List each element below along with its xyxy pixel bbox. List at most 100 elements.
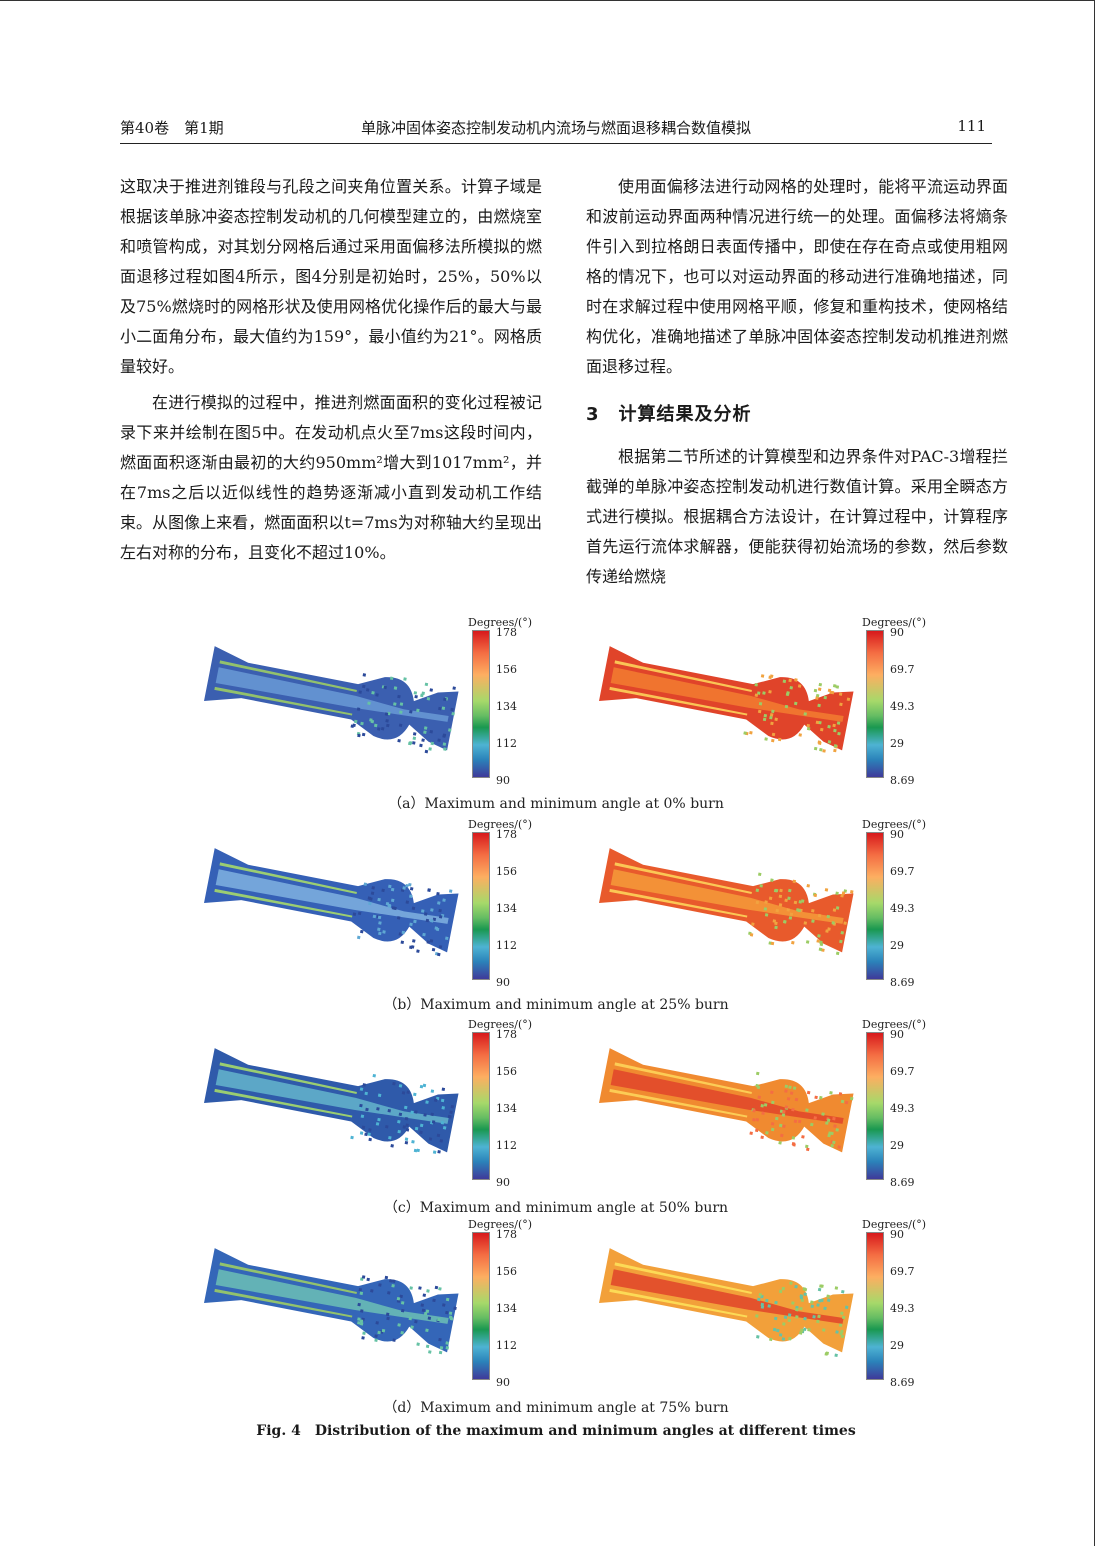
mesh-cell [840,1311,844,1315]
mesh-cell [438,1338,442,1342]
mesh-cell [827,725,831,729]
mesh-cell [423,1113,427,1117]
mesh-cell [362,1083,366,1087]
mesh-cell [769,1338,773,1342]
mesh-cell [801,899,805,903]
mesh-cell [825,1352,829,1356]
mesh-cell [385,719,389,723]
mesh-cell [786,908,790,912]
mesh-cell [773,919,777,923]
mesh-cell [424,912,428,916]
mesh-cell [422,1309,426,1313]
colorbar-tick: 29 [890,737,904,750]
mesh-cell [749,1131,753,1135]
mesh-cell [761,1305,765,1309]
mesh-cell [406,900,410,904]
mesh-cell [803,1317,807,1321]
mesh-cell [819,1096,823,1100]
mesh-cell [779,1333,783,1337]
mesh-cell [845,1306,849,1310]
colorbar-tick: 178 [496,626,517,639]
mesh-cell [446,1346,450,1350]
min-angle-mesh-plot [600,1030,860,1170]
mesh-cell [371,886,375,890]
mesh-cell [807,1328,811,1332]
mesh-cell [443,698,447,702]
mesh-cell [414,1149,418,1153]
colorbar-tick: 156 [496,1265,517,1278]
mesh-cell [397,739,401,743]
mesh-cell [432,948,436,952]
colorbar-tick: 178 [496,1228,517,1241]
mesh-cell [819,683,823,687]
colorbar-tick: 49.3 [890,1302,915,1315]
mesh-cell [439,1351,443,1355]
mesh-cell [764,1103,768,1107]
mesh-cell [377,898,381,902]
mesh-cell [791,1301,795,1305]
mesh-cell [362,685,366,689]
mesh-cell [362,1126,366,1130]
colorbar-tick: 90 [890,1028,904,1041]
mesh-cell [825,929,829,933]
mesh-cell [376,1107,380,1111]
colorbar-tick: 29 [890,1339,904,1352]
mesh-cell [770,1091,774,1095]
mesh-cell [368,1128,372,1132]
mesh-cell [397,1130,401,1134]
mesh-cell [756,901,760,905]
mesh-cell [819,948,823,952]
mesh-cell [779,1290,783,1294]
mesh-cell [787,1097,791,1101]
running-head: 第40卷 第1期 单脉冲固体姿态控制发动机内流场与燃面退移耦合数值模拟 111 [120,117,992,139]
colorbar-tick: 8.69 [890,976,915,989]
colorbar-tick: 134 [496,902,517,915]
mesh-cell [811,909,815,913]
mesh-cell [782,1124,786,1128]
mesh-cell [436,928,440,932]
mesh-cell [763,718,767,722]
mesh-cell [392,1338,396,1342]
mesh-cell [416,1342,420,1346]
colorbar-tick: 156 [496,663,517,676]
mesh-cell [814,689,818,693]
mesh-cell [788,1337,792,1341]
mesh-cell [410,1325,414,1329]
colorbar-tick: 134 [496,700,517,713]
page-border-right [1094,0,1095,1546]
mesh-cell [437,1150,441,1154]
mesh-cell [788,679,792,683]
mesh-cell [445,1341,449,1345]
mesh-cell [789,686,793,690]
mesh-cell [360,1319,364,1323]
mesh-cell [382,930,386,934]
mesh-cell [377,1118,381,1122]
mesh-cell [845,1101,849,1105]
mesh-cell [400,702,404,706]
mesh-cell [385,1276,389,1280]
mesh-cell [792,1136,796,1140]
mesh-cell [818,1299,822,1303]
mesh-cell [770,713,774,717]
mesh-cell [377,727,381,731]
mesh-cell [415,1127,419,1131]
mesh-cell [409,710,413,714]
mesh-cell [825,1121,829,1125]
mesh-cell [430,730,434,734]
colorbar-tick: 156 [496,1065,517,1078]
mesh-cell [820,1284,824,1288]
mesh-cell [756,1335,760,1339]
mesh-cell [791,941,795,945]
mesh-cell [772,733,776,737]
mesh-cell [774,718,778,722]
mesh-cell [801,1135,805,1139]
mesh-cell [406,1090,410,1094]
mesh-cell [788,1313,792,1317]
mesh-cell [378,1283,382,1287]
mesh-cell [821,1112,825,1116]
mesh-cell [782,1322,786,1326]
mesh-cell [353,912,357,916]
mesh-cell [442,1303,446,1307]
mesh-cell [824,696,828,700]
mesh-cell [822,1328,826,1332]
